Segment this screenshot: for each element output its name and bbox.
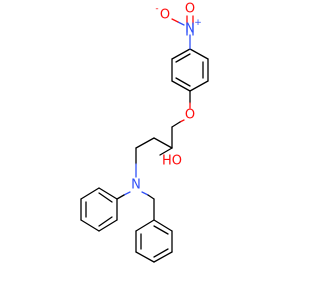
- bond: [189, 80, 209, 92]
- bond: [189, 48, 209, 60]
- bond: [98, 219, 118, 232]
- nitro-nitrogen: N +: [185, 18, 202, 37]
- bond: [98, 192, 113, 203]
- chemical-structure: O - N + O O HO N: [80, 2, 209, 263]
- bond: [153, 219, 173, 232]
- charge-sign: +: [194, 18, 202, 28]
- ether-oxygen: O: [185, 108, 195, 123]
- bond: [153, 251, 173, 263]
- bond: [179, 119, 185, 123]
- bond: [80, 219, 100, 232]
- bond: [153, 137, 173, 149]
- atom-symbol: O: [160, 8, 170, 23]
- nitro-oxygen: O: [185, 2, 195, 17]
- bond: [159, 147, 173, 156]
- charge-sign: -: [155, 4, 158, 14]
- bonds: [80, 15, 209, 263]
- bond: [171, 48, 191, 60]
- bond: [153, 248, 169, 258]
- bond: [135, 251, 155, 263]
- bond: [123, 191, 131, 196]
- atom-symbol: N: [185, 22, 195, 37]
- bond: [177, 21, 185, 26]
- bond: [171, 80, 191, 92]
- bond: [175, 53, 191, 63]
- bond: [135, 219, 155, 232]
- amine-nitrogen: N: [131, 178, 141, 193]
- bond: [171, 121, 181, 128]
- bond: [171, 18, 179, 23]
- bond: [116, 194, 125, 200]
- nitro-oxygen-anion: O -: [155, 4, 170, 23]
- bond: [175, 77, 191, 87]
- bond: [141, 191, 149, 196]
- atom-labels: O - N + O O HO N: [131, 2, 202, 193]
- bond: [153, 225, 169, 235]
- bond: [98, 216, 113, 227]
- hydroxyl-group: HO: [162, 154, 182, 169]
- bond: [98, 187, 118, 200]
- bond: [135, 137, 155, 149]
- bond: [80, 187, 100, 200]
- bond: [147, 194, 155, 200]
